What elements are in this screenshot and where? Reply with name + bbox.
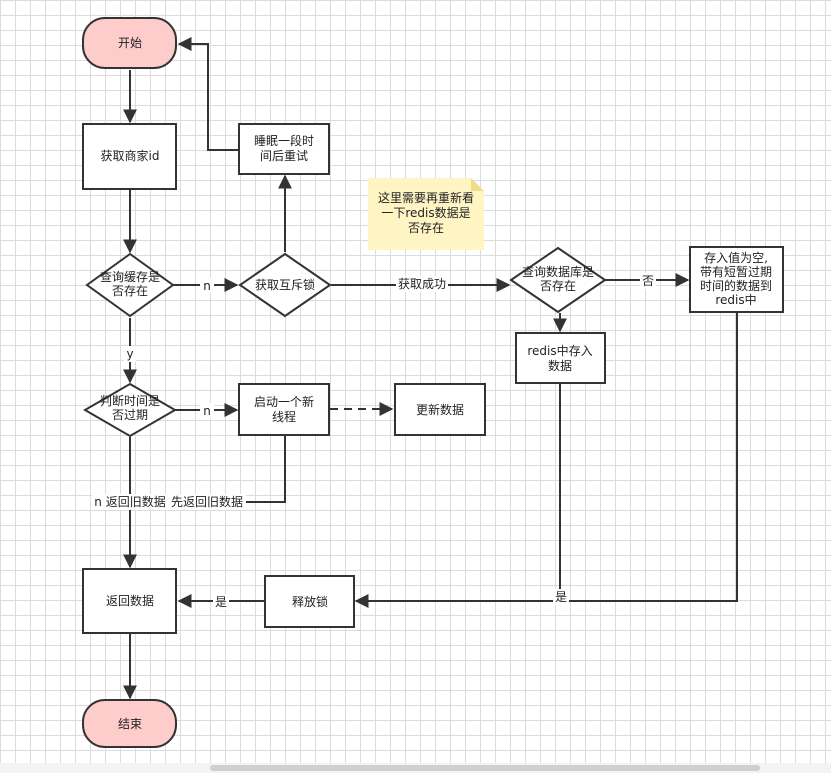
node-query-cache-line1: 查询缓存是 bbox=[100, 270, 160, 284]
node-query-db-line2: 否存在 bbox=[540, 279, 576, 293]
edge-label-thread-return-old: 先返回旧数据 bbox=[171, 494, 243, 509]
node-release-lock[interactable]: 释放锁 bbox=[264, 575, 355, 628]
edge-label-lock-success: 获取成功 bbox=[398, 277, 446, 291]
node-check-expire[interactable]: 判断时间是 否过期 bbox=[83, 382, 177, 438]
node-start-label: 开始 bbox=[118, 36, 142, 50]
node-redis-store[interactable]: redis中存入 数据 bbox=[515, 332, 606, 384]
edge-label-redis-yes: 是 bbox=[555, 590, 567, 604]
edge-label-cache-no: n bbox=[203, 279, 211, 293]
note-line2: 一下redis数据是 bbox=[381, 205, 470, 220]
node-store-empty[interactable]: 存入值为空, 带有短暂过期 时间的数据到 redis中 bbox=[689, 246, 784, 313]
edge-store-empty-to-release bbox=[354, 313, 738, 608]
node-query-cache-line2: 否存在 bbox=[112, 284, 148, 298]
note-line1: 这里需要再重新看 bbox=[378, 190, 474, 205]
node-acquire-lock-label: 获取互斥锁 bbox=[255, 277, 315, 292]
node-check-expire-line1: 判断时间是 bbox=[100, 393, 160, 408]
node-redis-store-line2: 数据 bbox=[548, 358, 572, 373]
node-redis-store-line1: redis中存入 bbox=[527, 343, 592, 358]
node-store-empty-line2: 带有短暂过期 bbox=[700, 265, 772, 279]
node-sleep-retry[interactable]: 睡眠一段时 间后重试 bbox=[238, 123, 330, 175]
node-end-label: 结束 bbox=[118, 717, 142, 731]
note-recheck-redis[interactable]: 这里需要再重新看 一下redis数据是 否存在 bbox=[368, 178, 484, 250]
edge-label-cache-yes: y bbox=[126, 347, 133, 361]
node-get-shop-id[interactable]: 获取商家id bbox=[82, 123, 177, 190]
node-query-db-line1: 查询数据库是 bbox=[522, 264, 594, 279]
node-store-empty-line4: redis中 bbox=[715, 292, 756, 307]
node-check-expire-line2: 否过期 bbox=[112, 408, 148, 422]
node-start-thread-line2: 线程 bbox=[272, 409, 296, 424]
node-store-empty-line1: 存入值为空, bbox=[704, 250, 768, 265]
node-sleep-retry-line2: 间后重试 bbox=[260, 148, 308, 163]
edge-label-expire-return-old: n 返回旧数据 bbox=[94, 494, 165, 509]
node-sleep-retry-line1: 睡眠一段时 bbox=[254, 133, 314, 148]
node-update-data[interactable]: 更新数据 bbox=[394, 383, 486, 436]
node-start-thread-line1: 启动一个新 bbox=[254, 394, 314, 409]
edge-labels: n 获取成功 否 y n n 返回旧数据 先返回旧数据 是 是 bbox=[92, 273, 656, 610]
node-update-data-label: 更新数据 bbox=[416, 402, 464, 417]
node-acquire-lock[interactable]: 获取互斥锁 bbox=[238, 252, 332, 318]
edge-label-release-yes: 是 bbox=[215, 595, 227, 609]
node-store-empty-line3: 时间的数据到 bbox=[700, 278, 772, 293]
node-query-db[interactable]: 查询数据库是 否存在 bbox=[509, 246, 607, 314]
node-end[interactable]: 结束 bbox=[82, 699, 177, 748]
node-return-data-label: 返回数据 bbox=[106, 593, 154, 608]
node-start[interactable]: 开始 bbox=[82, 17, 177, 69]
node-start-thread[interactable]: 启动一个新 线程 bbox=[238, 383, 330, 436]
edge-label-db-no: 否 bbox=[642, 274, 654, 288]
node-return-data[interactable]: 返回数据 bbox=[82, 568, 177, 634]
node-get-shop-id-label: 获取商家id bbox=[101, 148, 160, 163]
edge-thread-to-return bbox=[130, 436, 286, 503]
node-query-cache[interactable]: 查询缓存是 否存在 bbox=[85, 252, 175, 318]
node-release-lock-label: 释放锁 bbox=[292, 594, 328, 609]
horizontal-scrollbar[interactable] bbox=[0, 763, 831, 773]
edge-sleep-to-start bbox=[177, 37, 238, 151]
scrollbar-thumb[interactable] bbox=[210, 765, 760, 771]
note-line3: 否存在 bbox=[408, 221, 444, 235]
edge-label-expire-no: n bbox=[203, 404, 211, 418]
